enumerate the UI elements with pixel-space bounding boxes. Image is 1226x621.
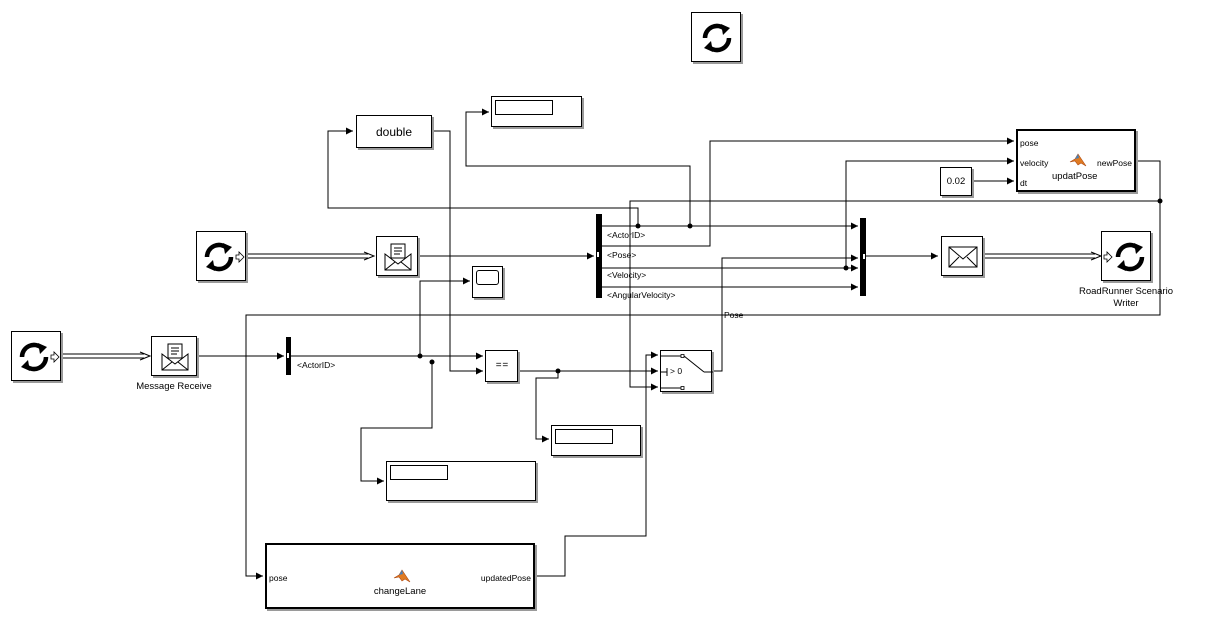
signal-pose-to-updpose[interactable] xyxy=(602,137,1014,247)
signal-velocity-branch-to-updpose[interactable] xyxy=(845,157,1014,268)
updpose-name: updatPose xyxy=(1052,171,1098,182)
message-line-left[interactable] xyxy=(62,351,152,361)
envelope-icon xyxy=(161,343,189,371)
message-line-top[interactable] xyxy=(246,251,376,261)
updpose-port-velocity: velocity xyxy=(1020,158,1049,168)
message-send-block[interactable] xyxy=(941,236,983,276)
signal-lower-to-display-small[interactable] xyxy=(419,277,470,356)
roadrunner-circular-arrow-icon xyxy=(1115,242,1145,272)
display-value-box xyxy=(476,270,499,285)
message-line-right[interactable] xyxy=(983,251,1103,261)
signal-label-velocity: <Velocity> xyxy=(607,270,647,280)
signal-switch-to-creator[interactable] xyxy=(712,254,858,372)
switch-threshold: > 0 xyxy=(670,366,683,376)
display-block-middle[interactable] xyxy=(551,425,641,456)
relational-operator-block[interactable]: = = xyxy=(485,350,518,382)
matlab-logo-icon xyxy=(393,569,411,583)
signal-actorid-to-double[interactable] xyxy=(327,127,639,226)
display-value-box xyxy=(390,465,448,480)
message-port-icon xyxy=(50,351,60,363)
constant-block[interactable]: 0.02 xyxy=(940,167,972,196)
constant-value: 0.02 xyxy=(946,176,966,187)
display-block-bottom[interactable] xyxy=(386,461,536,501)
data-type-conversion-block[interactable]: double xyxy=(356,115,432,148)
signal-lower-to-display-bottom[interactable] xyxy=(360,362,433,485)
signal-label-angular-velocity: <AngularVelocity> xyxy=(607,290,676,300)
updpose-port-newpose: newPose xyxy=(1097,158,1132,168)
signal-label-lower-actorid: <ActorID> xyxy=(297,360,336,370)
display-value-box xyxy=(555,429,613,444)
roadrunner-writer-block[interactable] xyxy=(1101,231,1151,281)
envelope-icon xyxy=(948,246,978,268)
signal-to-display-top[interactable] xyxy=(465,108,691,226)
signal-compare-to-display[interactable] xyxy=(535,371,559,443)
bus-selector-port-marker xyxy=(596,251,600,258)
signal-updatedpose-to-switch[interactable] xyxy=(535,351,658,577)
switch-icon xyxy=(661,354,713,390)
signal-label-pose-feedback: Pose xyxy=(724,310,744,320)
display-value-box xyxy=(495,100,553,115)
roadrunner-circular-arrow-icon xyxy=(702,23,732,53)
roadrunner-circular-arrow-icon xyxy=(19,342,49,372)
changelane-port-updatedpose: updatedPose xyxy=(480,573,531,583)
writer-label-line2: Writer xyxy=(1113,298,1139,309)
display-block-small[interactable] xyxy=(472,266,503,298)
junctions xyxy=(417,198,1163,374)
signal-label-pose: <Pose> xyxy=(607,250,637,260)
switch-block[interactable]: > 0 xyxy=(660,350,713,392)
message-port-icon xyxy=(1103,251,1113,263)
message-port-icon xyxy=(235,251,245,263)
roadrunner-reader-block[interactable] xyxy=(196,231,246,281)
message-receive-top-block[interactable] xyxy=(376,236,418,276)
envelope-icon xyxy=(384,243,412,271)
message-receive-block[interactable] xyxy=(151,336,197,376)
data-type-conversion-label: double xyxy=(375,125,413,139)
updpose-port-dt: dt xyxy=(1020,178,1028,188)
bus-creator-port-marker xyxy=(862,253,866,260)
matlab-logo-icon xyxy=(1069,153,1087,167)
relational-operator-label: = = xyxy=(495,360,508,371)
updpose-function-block[interactable]: pose velocity dt newPose updatPose xyxy=(1016,129,1136,192)
roadrunner-top-block[interactable] xyxy=(691,12,741,62)
signal-newpose-loop[interactable] xyxy=(629,160,1161,391)
signal-double-to-compare[interactable] xyxy=(432,130,483,375)
bus-selector-lower-port-marker xyxy=(286,352,290,359)
updpose-port-pose: pose xyxy=(1020,138,1039,148)
roadrunner-circular-arrow-icon xyxy=(204,242,234,272)
signal-pose-feedback[interactable] xyxy=(245,201,1161,580)
changelane-function-block[interactable]: pose updatedPose changeLane xyxy=(265,543,535,609)
changelane-port-pose: pose xyxy=(269,573,288,583)
writer-label: RoadRunner Scenario Writer xyxy=(1066,286,1186,310)
roadrunner-left-block[interactable] xyxy=(11,331,61,381)
signal-label-actorid: <ActorID> xyxy=(607,230,646,240)
message-receive-label: Message Receive xyxy=(136,381,212,392)
changelane-name: changeLane xyxy=(373,586,427,597)
writer-label-line1: RoadRunner Scenario xyxy=(1078,286,1173,297)
display-block-top[interactable] xyxy=(491,96,582,127)
